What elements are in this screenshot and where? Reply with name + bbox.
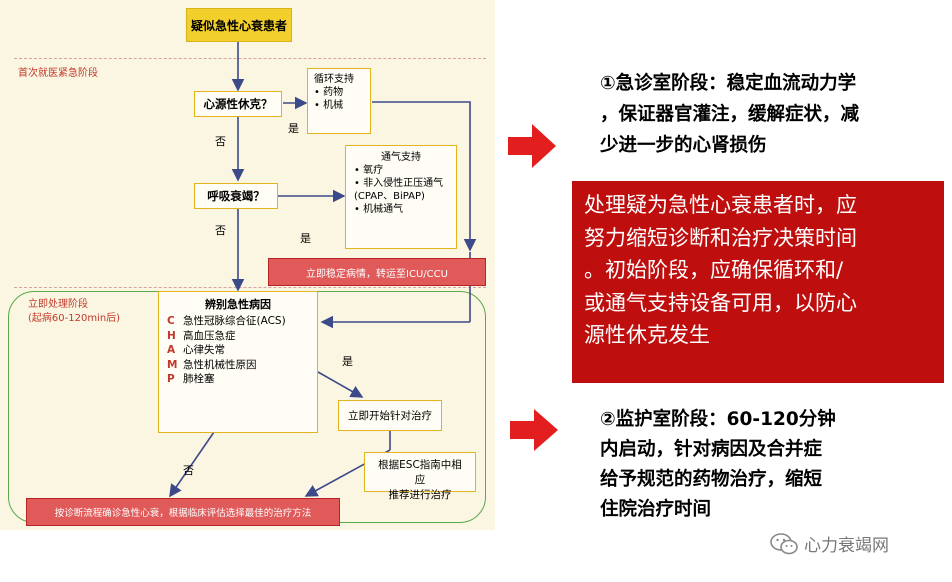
- cause-letter: H: [167, 329, 176, 342]
- phase1-label: 首次就医紧急阶段: [18, 68, 98, 79]
- cause-text: 肺栓塞: [183, 373, 215, 385]
- ventilatory-support-box: 通气支持 • 氧疗 • 非入侵性正压通气 (CPAP、BiPAP) • 机械通气: [345, 145, 457, 249]
- phase2-label-line1: 立即处理阶段: [28, 299, 88, 310]
- stage2-line: 住院治疗时间: [600, 499, 712, 520]
- phase2-label: 立即处理阶段 (起病60-120min后): [28, 298, 120, 326]
- cause-item: P 肺栓塞: [167, 372, 309, 387]
- circulatory-support-item: • 机械: [314, 100, 344, 111]
- yes-label-1: 是: [288, 122, 299, 135]
- stage1-line: 少进一步的心肾损伤: [600, 135, 767, 156]
- respiratory-failure-decision: 呼吸衰竭？: [194, 183, 278, 209]
- stage2-text: ②监护室阶段：60-120分钟 内启动，针对病因及合并症 给予规范的药物治疗，缩…: [600, 405, 836, 525]
- cardiogenic-shock-decision: 心源性休克？: [194, 91, 282, 117]
- circulatory-support-box: 循环支持 • 药物 • 机械: [307, 68, 371, 134]
- suspected-ahf-box: 疑似急性心衰患者: [186, 8, 292, 42]
- red-right-arrow-icon: [510, 409, 558, 451]
- yes-label-2: 是: [300, 232, 311, 245]
- ventilatory-support-item: (CPAP、BiPAP): [354, 191, 425, 202]
- cause-text: 急性冠脉综合征(ACS): [183, 315, 286, 327]
- yes-label-3: 是: [342, 355, 353, 368]
- cause-item: M 急性机械性原因: [167, 358, 309, 373]
- cause-item: H 高血压急症: [167, 329, 309, 344]
- stage1-text: ①急诊室阶段：稳定血流动力学 ，保证器官灌注，缓解症状，减 少进一步的心肾损伤: [600, 68, 859, 161]
- ventilatory-support-item: • 机械通气: [354, 204, 404, 215]
- no-label-2: 否: [215, 224, 226, 237]
- key-point-line: 或通气支持设备可用，以防心: [584, 290, 857, 315]
- key-point-line: 源性休克发生: [584, 323, 710, 347]
- watermark: 心力衰竭网: [770, 531, 889, 556]
- cause-text: 高血压急症: [183, 329, 236, 342]
- key-point-line: 努力缩短诊断和治疗决策时间: [584, 225, 857, 250]
- acute-causes-box: 辨别急性病因 C 急性冠脉综合征(ACS) H 高血压急症 A 心律失常 M 急性机械性…: [158, 291, 318, 433]
- key-point-line: 处理疑为急性心衰患者时，应: [584, 193, 857, 217]
- cause-letter: C: [167, 315, 175, 327]
- phase2-label-line2: (起病60-120min后): [28, 313, 121, 324]
- cause-text: 心律失常: [183, 344, 225, 356]
- esc-guideline-line2: 推荐进行治疗: [388, 489, 452, 501]
- circulatory-support-title: 循环支持: [314, 74, 354, 85]
- stage2-line: 给予规范的药物治疗，缩短: [600, 469, 823, 490]
- cause-letter: P: [167, 373, 175, 385]
- stage2-line: ②监护室阶段：60-120分钟: [600, 409, 836, 430]
- watermark-text: 心力衰竭网: [804, 536, 889, 556]
- phase2-divider: [14, 287, 486, 289]
- cause-item: A 心律失常: [167, 343, 309, 358]
- esc-guideline-line1: 根据ESC指南中相应: [378, 459, 462, 486]
- stage2-line: 内启动，针对病因及合并症: [600, 439, 823, 460]
- flowchart-panel: 首次就医紧急阶段 立即处理阶段 (起病60-120min后) 疑似急性心衰患者: [0, 0, 495, 530]
- ventilatory-support-title: 通气支持: [381, 152, 421, 163]
- wechat-icon: [770, 532, 798, 554]
- cause-letter: A: [167, 344, 176, 356]
- no-label-3: 否: [183, 464, 194, 477]
- circulatory-support-item: • 药物: [314, 87, 344, 98]
- key-point-line: 。初始阶段，应确保循环和/: [584, 258, 844, 282]
- esc-guideline-box: 根据ESC指南中相应 推荐进行治疗: [364, 452, 476, 501]
- ventilatory-support-item: • 氧疗: [354, 165, 384, 176]
- no-label-1: 否: [215, 135, 226, 148]
- diagnosis-flow-bar: 按诊断流程确诊急性心衰，根据临床评估选择最佳的治疗方法: [26, 498, 340, 526]
- ventilatory-support-item: • 非入侵性正压通气: [354, 178, 444, 189]
- cause-text: 急性机械性原因: [183, 358, 257, 371]
- stage1-line: ，保证器官灌注，缓解症状，减: [600, 104, 860, 125]
- key-point-box: 处理疑为急性心衰患者时，应 努力缩短诊断和治疗决策时间 。初始阶段，应确保循环和…: [572, 181, 944, 383]
- stage1-line: ①急诊室阶段：稳定血流动力学: [600, 73, 857, 94]
- stabilize-transfer-bar: 立即稳定病情，转运至ICU/CCU: [268, 258, 486, 286]
- red-right-arrow-icon: [508, 124, 556, 168]
- cause-item: C 急性冠脉综合征(ACS): [167, 314, 309, 329]
- phase1-divider: [14, 58, 486, 60]
- start-treatment-box: 立即开始针对治疗: [338, 400, 442, 431]
- flow-connectors: [169, 42, 477, 498]
- acute-causes-title: 辨别急性病因: [205, 298, 271, 311]
- cause-letter: M: [167, 358, 178, 371]
